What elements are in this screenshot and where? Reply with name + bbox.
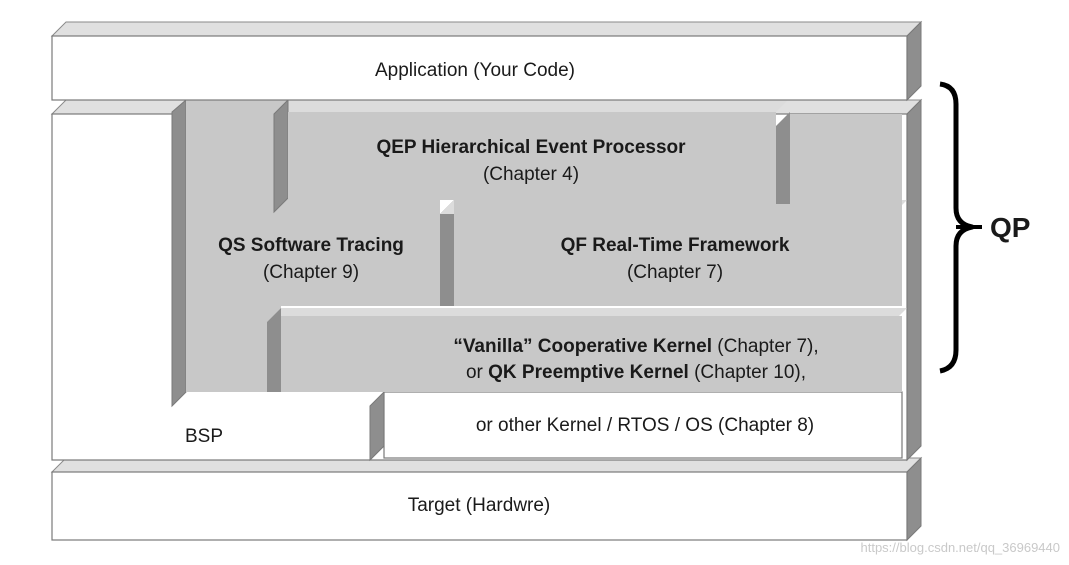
rtos-layer: or other Kernel / RTOS / OS (Chapter 8) xyxy=(369,390,903,462)
application-layer: Application (Your Code) xyxy=(50,20,923,102)
bsp-label: BSP xyxy=(185,426,223,447)
kernel-line-2: or QK Preemptive Kernel (Chapter 10), xyxy=(466,362,806,383)
kernel-line-1: “Vanilla” Cooperative Kernel (Chapter 7)… xyxy=(453,336,818,357)
kernel-coop-chapter: (Chapter 7), xyxy=(712,336,819,357)
target-layer: Target (Hardwre) xyxy=(50,456,923,542)
kernel-coop-name: “Vanilla” Cooperative Kernel xyxy=(453,336,712,357)
qs-chapter: (Chapter 9) xyxy=(263,262,359,283)
target-label: Target (Hardwre) xyxy=(408,495,551,516)
kernel-or-prefix: or xyxy=(466,362,488,383)
rtos-label: or other Kernel / RTOS / OS (Chapter 8) xyxy=(476,415,814,436)
qf-layer: QF Real-Time Framework (Chapter 7) xyxy=(440,112,907,306)
qp-bracket: QP xyxy=(939,81,1030,374)
qf-title: QF Real-Time Framework xyxy=(561,235,790,256)
kernel-qk-name: QK Preemptive Kernel xyxy=(488,362,689,383)
qep-title: QEP Hierarchical Event Processor xyxy=(376,137,686,158)
qs-title: QS Software Tracing xyxy=(218,235,404,256)
qf-chapter: (Chapter 7) xyxy=(627,262,723,283)
kernel-qk-chapter: (Chapter 10), xyxy=(689,362,806,383)
kernel-layer: “Vanilla” Cooperative Kernel (Chapter 7)… xyxy=(267,308,907,392)
qep-chapter: (Chapter 4) xyxy=(483,164,579,185)
watermark: https://blog.csdn.net/qq_36969440 xyxy=(861,540,1061,555)
application-label: Application (Your Code) xyxy=(375,60,575,81)
qep-layer: QEP Hierarchical Event Processor (Chapte… xyxy=(273,98,788,214)
qp-label: QP xyxy=(990,212,1030,243)
